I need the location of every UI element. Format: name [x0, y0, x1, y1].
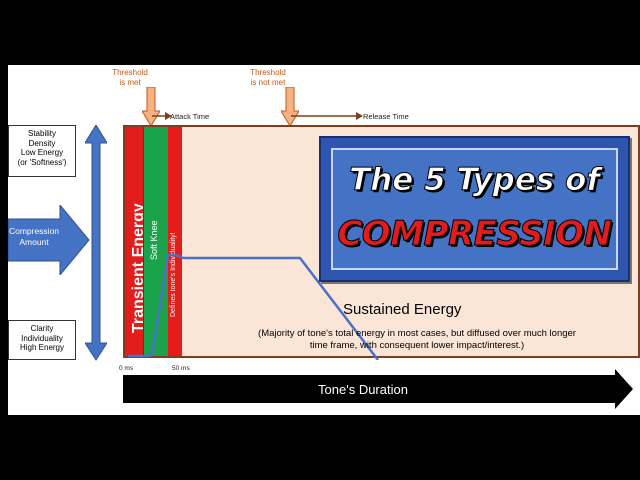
release-time-label: Release Time [363, 112, 409, 121]
sustained-energy-description: (Majority of tone's total energy in most… [258, 328, 576, 351]
sustained-energy-title: Sustained Energy [343, 301, 462, 318]
vertical-double-arrow [85, 125, 107, 361]
attack-time-arrow [152, 112, 172, 120]
transient-energy-band [125, 127, 143, 356]
attack-time-label: Attack Time [170, 112, 210, 121]
ms-50-label: 50 ms [172, 365, 190, 372]
title-panel: The 5 Types of COMPRESSION [319, 136, 630, 282]
diagram-canvas: Threshold is met Threshold is not met At… [8, 65, 640, 415]
threshold-not-met-arrow [281, 87, 299, 127]
tone-duration-arrow: Tone's Duration [123, 369, 633, 409]
compression-amount-label: Compression Amount [8, 226, 60, 247]
ms-0-label: 0 ms [119, 365, 134, 372]
title-inner-panel: The 5 Types of COMPRESSION [331, 148, 618, 270]
individuality-band [168, 127, 182, 356]
title-line-2: COMPRESSION [337, 214, 613, 255]
threshold-met-label: Threshold is met [112, 68, 148, 87]
clarity-individuality-box: Clarity Individuality High Energy [8, 320, 76, 360]
tone-duration-arrow-shape [123, 369, 633, 409]
threshold-not-met-label: Threshold is not met [250, 68, 286, 87]
compression-amount-arrow [8, 205, 90, 275]
title-line-1: The 5 Types of [349, 162, 601, 199]
compression-envelope-line [128, 253, 379, 360]
release-time-arrow [291, 112, 363, 120]
tone-duration-label: Tone's Duration [318, 382, 408, 397]
threshold-met-arrow [142, 87, 160, 127]
stability-density-box: Stability Density Low Energy (or 'Softne… [8, 125, 76, 177]
